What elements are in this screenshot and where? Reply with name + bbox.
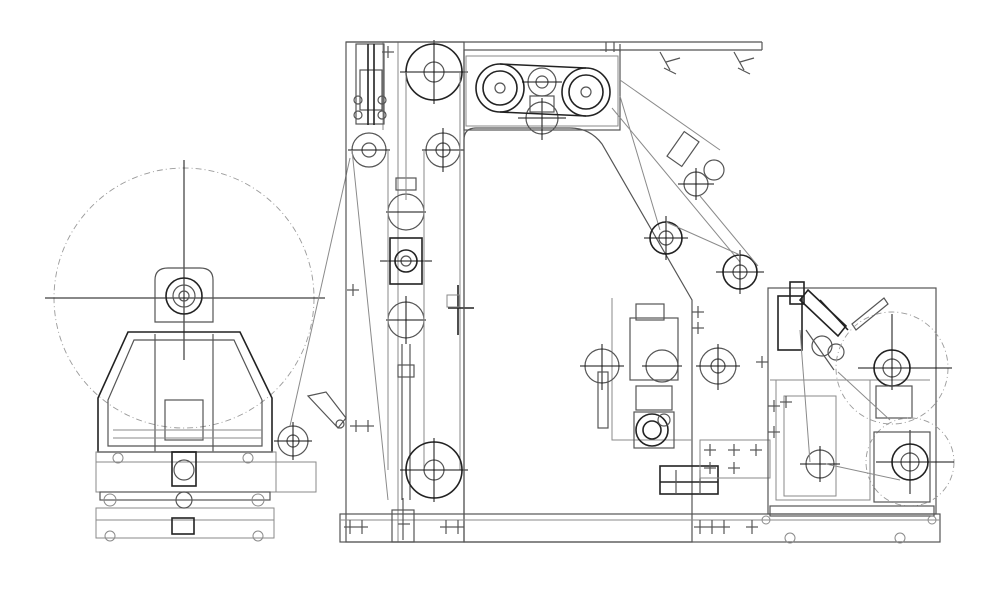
pull-roll-unit xyxy=(346,41,763,140)
coating-station xyxy=(580,298,771,495)
unwind-stand xyxy=(45,157,374,542)
rewind-unit xyxy=(756,281,955,544)
rewind-frame xyxy=(767,287,937,515)
gear-drive xyxy=(635,413,669,447)
guide-roller-chain xyxy=(644,130,764,294)
central-frame xyxy=(339,79,941,543)
coating-head xyxy=(629,317,679,381)
motor-box xyxy=(659,465,719,495)
tower-frame xyxy=(345,41,465,543)
accumulator-tower xyxy=(345,40,474,543)
slitter-knife-arm xyxy=(798,288,848,338)
unwind-shaft-chuck xyxy=(165,277,203,315)
central-frame-outline xyxy=(463,127,693,543)
unwind-frame-housing xyxy=(97,331,273,453)
machine-base-rail xyxy=(339,513,941,543)
tower-base-feet xyxy=(391,498,415,543)
guide-roller-top xyxy=(703,159,725,181)
